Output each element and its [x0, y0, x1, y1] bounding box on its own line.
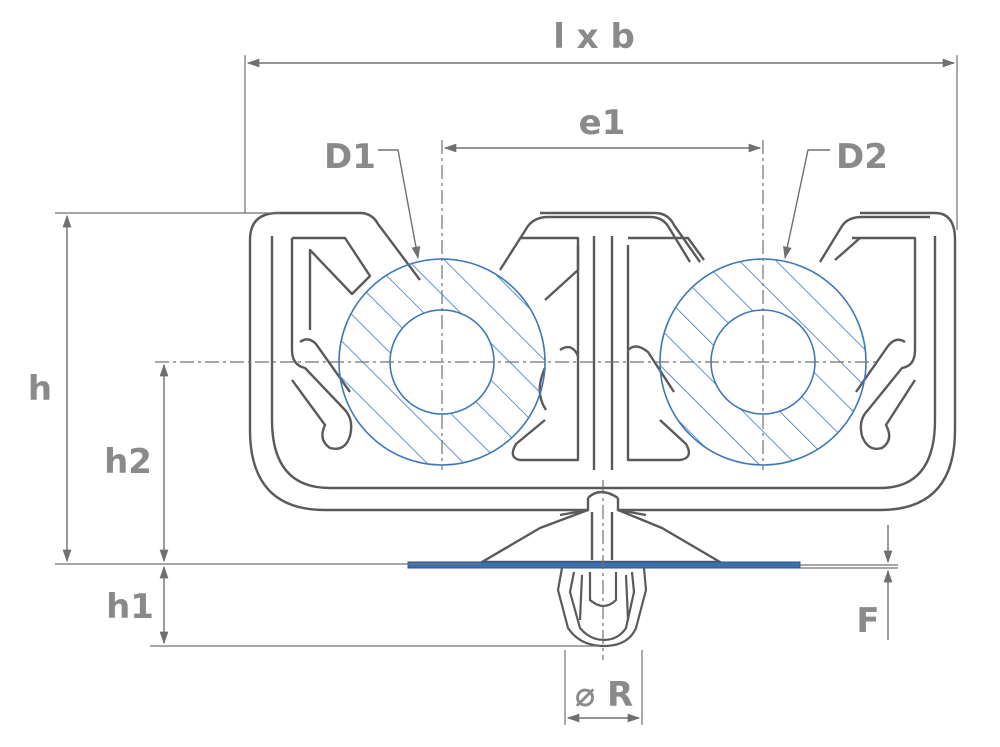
label-d2: D2 [836, 137, 888, 177]
label-f: F [856, 601, 879, 641]
label-overall-width: l x b [553, 17, 635, 57]
center-lines [155, 140, 880, 660]
leader-d2 [783, 149, 830, 260]
mounting-panel [407, 561, 801, 569]
label-h2: h2 [104, 442, 152, 482]
leader-d1 [378, 149, 421, 260]
dimension-lines [62, 58, 956, 723]
extension-lines [55, 55, 958, 725]
label-e1: e1 [579, 103, 626, 143]
base-skirt [480, 508, 722, 564]
label-h1: h1 [106, 587, 154, 627]
label-d1: D1 [324, 137, 376, 177]
label-hole-diameter: ⌀ R [575, 675, 634, 715]
leader-lines [378, 149, 830, 260]
label-h: h [28, 369, 52, 409]
anchor-pin [556, 567, 648, 648]
